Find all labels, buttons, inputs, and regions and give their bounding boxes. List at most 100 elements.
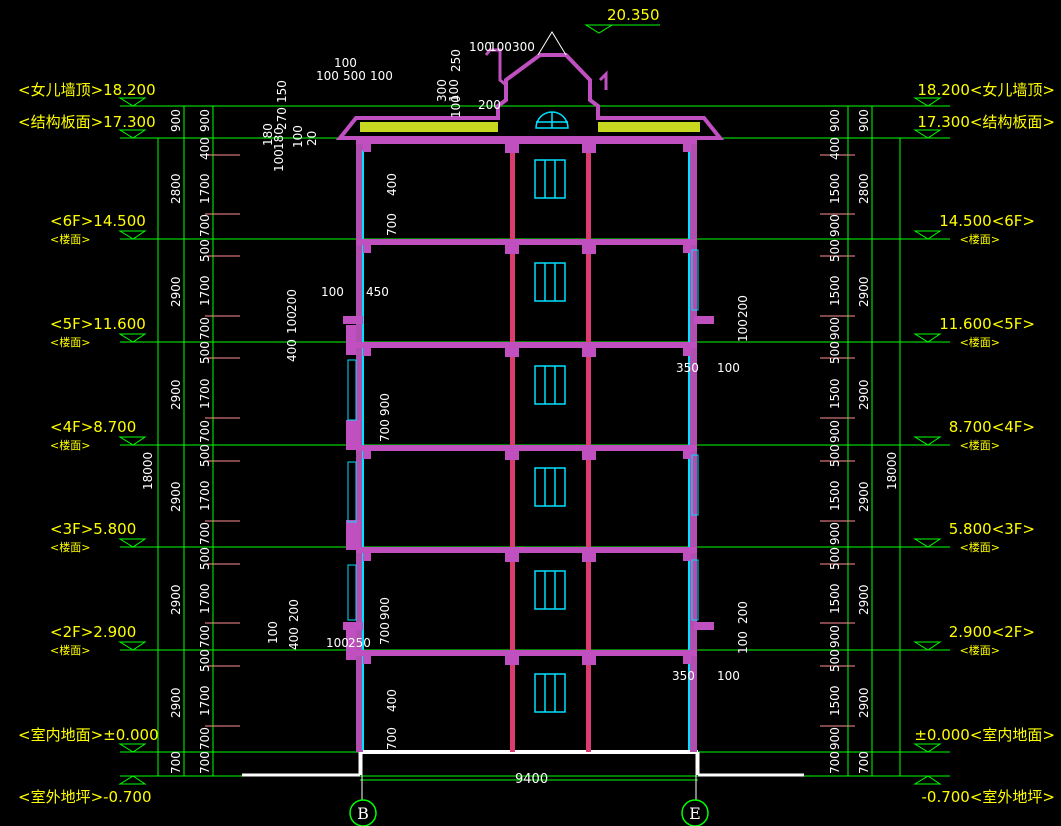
- level-sub-6f-left: <楼面>: [50, 232, 90, 246]
- dim-right-detail: 900: [828, 625, 842, 648]
- dim-right-detail: 1500: [828, 378, 842, 409]
- dim-left-detail: 1700: [198, 583, 212, 614]
- dim-left-detail: 700: [198, 751, 212, 774]
- roof-note: 100: [449, 95, 463, 118]
- level-sub-5f-right: <楼面>: [960, 335, 1000, 349]
- level-label-4f-left: <4F>8.700: [50, 418, 136, 436]
- wall-note: 200: [736, 601, 750, 624]
- level-sub-5f-left: <楼面>: [50, 335, 90, 349]
- dim-left-detail: 1700: [198, 685, 212, 716]
- dim-right-story: 2900: [857, 481, 871, 512]
- dim-right-story: 700: [857, 751, 871, 774]
- roof-note: 500: [343, 69, 366, 83]
- dim-left-story: 2900: [169, 584, 183, 615]
- dim-left-detail: 700: [198, 625, 212, 648]
- wall-note: 350: [672, 669, 695, 683]
- roof-note: 150: [275, 80, 289, 103]
- level-label-parapet-right: 18.200<女儿墙顶>: [917, 81, 1055, 99]
- axis-label-e: E: [689, 804, 701, 823]
- level-sub-4f-right: <楼面>: [960, 438, 1000, 452]
- dim-left-detail: 1700: [198, 173, 212, 204]
- wall-note: 250: [348, 636, 371, 650]
- dim-right-total: 18000: [885, 452, 899, 490]
- roof-note: 100: [469, 40, 492, 54]
- level-label-3f-left: <3F>5.800: [50, 520, 136, 538]
- dim-right-detail: 500: [828, 444, 842, 467]
- roof-note: 180: [261, 123, 275, 146]
- dim-left-story: 2900: [169, 687, 183, 718]
- dim-left-total: 18000: [141, 452, 155, 490]
- dim-right-detail: 900: [828, 420, 842, 443]
- wall-note: 100: [717, 361, 740, 375]
- wall-note: 100: [717, 669, 740, 683]
- roof-note: 100: [316, 69, 339, 83]
- level-label-outdoor-left: <室外地坪>-0.700: [18, 788, 152, 806]
- roof-note: 100: [291, 125, 305, 148]
- dim-right-detail: 500: [828, 547, 842, 570]
- top-elevation-label: 20.350: [607, 6, 660, 24]
- level-label-ground-left: <室内地面>±0.000: [18, 726, 159, 744]
- wall-notes: 400 700 100 450 100 200 400 100 200 100 …: [266, 173, 750, 750]
- wall-note: 900: [378, 393, 392, 416]
- dim-right-detail: 500: [828, 341, 842, 364]
- wall-note: 200: [736, 295, 750, 318]
- axis-circle-b: [349, 799, 377, 826]
- level-sub-2f-left: <楼面>: [50, 643, 90, 657]
- left-story-dims: 900 2800 2900 2900 2900 2900 2900 700 18…: [141, 109, 183, 774]
- dim-left-detail: 500: [198, 341, 212, 364]
- level-label-5f-right: 11.600<5F>: [939, 315, 1035, 333]
- wall-note: 900: [378, 597, 392, 620]
- level-label-outdoor-right: -0.700<室外地坪>: [922, 788, 1056, 806]
- dim-left-detail: 700: [198, 420, 212, 443]
- dim-right-story: 900: [857, 109, 871, 132]
- level-sub-3f-left: <楼面>: [50, 540, 90, 554]
- roof-note: 300: [435, 79, 449, 102]
- level-labels-right: 18.200<女儿墙顶> 17.300<结构板面> 14.500<6F> <楼面…: [914, 81, 1055, 806]
- dim-left-story: 2900: [169, 276, 183, 307]
- wall-note: 700: [385, 727, 399, 750]
- dim-right-detail: 1500: [828, 173, 842, 204]
- dim-left-detail: 400: [198, 137, 212, 160]
- dim-left-detail: 500: [198, 649, 212, 672]
- dim-left-detail: 1700: [198, 480, 212, 511]
- dim-right-detail: 1500: [828, 685, 842, 716]
- roof-note: 100: [370, 69, 393, 83]
- dim-left-detail: 700: [198, 214, 212, 237]
- dim-right-story: 2900: [857, 276, 871, 307]
- level-label-slab-left: <结构板面>17.300: [18, 113, 156, 131]
- level-labels-left: <女儿墙顶>18.200 <结构板面>17.300 <6F>14.500 <楼面…: [18, 81, 159, 806]
- roof-note: 250: [449, 49, 463, 72]
- roof-note: 100: [334, 56, 357, 70]
- dim-left-detail: 500: [198, 444, 212, 467]
- dim-right-detail: 400: [828, 137, 842, 160]
- dim-right-detail: 1500: [828, 480, 842, 511]
- dim-left-detail: 700: [198, 317, 212, 340]
- dim-left-story: 900: [169, 109, 183, 132]
- dim-right-detail: 900: [828, 727, 842, 750]
- dim-right-story: 2900: [857, 584, 871, 615]
- level-sub-6f-right: <楼面>: [960, 232, 1000, 246]
- roof-note: 270: [275, 107, 289, 130]
- level-label-2f-left: <2F>2.900: [50, 623, 136, 641]
- right-detail-dims: 900 400 1500 900 500 1500 900 500 1500 9…: [828, 109, 842, 774]
- wall-note: 700: [378, 419, 392, 442]
- level-label-6f-left: <6F>14.500: [50, 212, 146, 230]
- right-story-dims: 900 2800 2900 2900 2900 2900 2900 700 18…: [857, 109, 899, 774]
- dim-left-detail: 700: [198, 522, 212, 545]
- wall-note: 400: [385, 689, 399, 712]
- dim-right-detail: 900: [828, 317, 842, 340]
- dim-left-story: 2800: [169, 173, 183, 204]
- dim-right-detail: 1500: [828, 583, 842, 614]
- level-label-slab-right: 17.300<结构板面>: [917, 113, 1055, 131]
- wall-note: 100: [326, 636, 349, 650]
- dim-left-detail: 500: [198, 547, 212, 570]
- level-sub-4f-left: <楼面>: [50, 438, 90, 452]
- wall-note: 100: [736, 631, 750, 654]
- wall-note: 100: [285, 311, 299, 334]
- dim-right-story: 2900: [857, 687, 871, 718]
- roof-note: 20: [305, 131, 319, 146]
- dim-left-detail: 700: [198, 727, 212, 750]
- level-label-parapet-left: <女儿墙顶>18.200: [18, 81, 156, 99]
- wall-note: 100: [736, 319, 750, 342]
- roof-note: 100: [272, 149, 286, 172]
